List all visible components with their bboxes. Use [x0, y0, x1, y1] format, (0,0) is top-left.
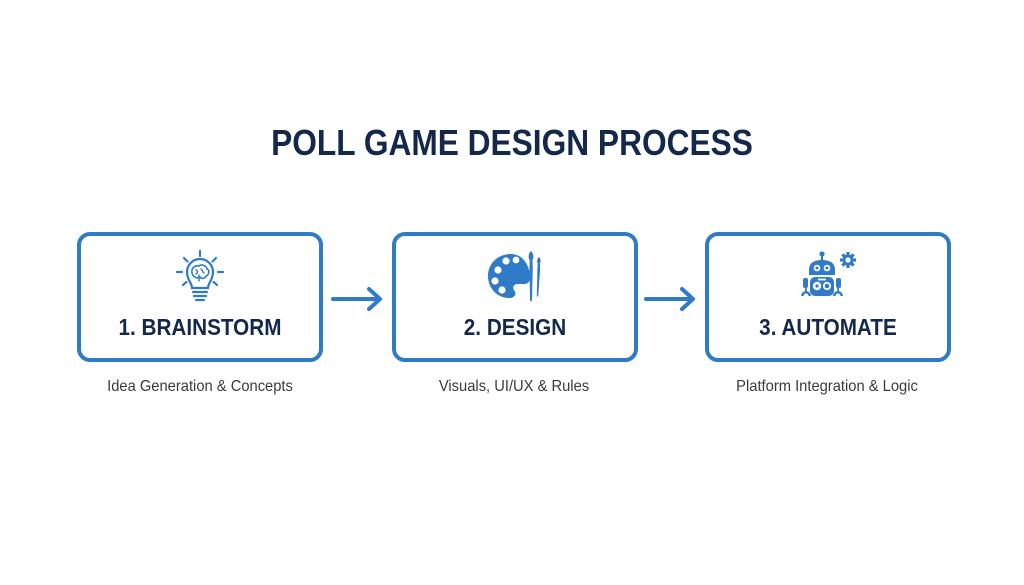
step-label: 1. BRAINSTORM — [118, 314, 282, 340]
step-label: 3. AUTOMATE — [759, 314, 897, 340]
step-label: 2. DESIGN — [463, 314, 567, 340]
step-design: 2. DESIGN — [392, 232, 638, 362]
arrow-right-icon — [642, 284, 698, 314]
arrow-right-icon — [329, 284, 385, 314]
palette-brushes-icon — [485, 248, 545, 308]
step-caption-design: Visuals, UI/UX & Rules — [438, 378, 590, 395]
step-automate: 3. AUTOMATE — [705, 232, 951, 362]
step-caption-brainstorm: Idea Generation & Concepts — [107, 378, 293, 395]
step-caption-automate: Platform Integration & Logic — [736, 378, 918, 395]
diagram-title: POLL GAME DESIGN PROCESS — [271, 122, 753, 163]
robot-gear-icon — [798, 248, 858, 308]
step-brainstorm: 1. BRAINSTORM — [77, 232, 323, 362]
lightbulb-brain-icon — [170, 248, 230, 308]
